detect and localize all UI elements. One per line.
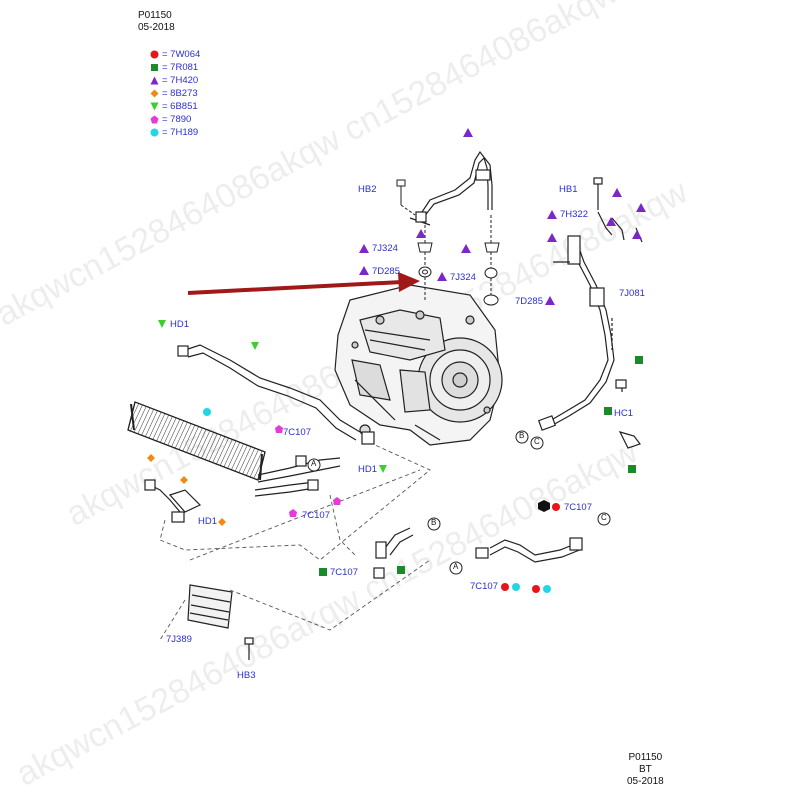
right-tube xyxy=(537,177,643,449)
pointer-arrow xyxy=(187,272,420,295)
label-hb3: HB3 xyxy=(237,670,256,681)
cyan-circle-icon xyxy=(150,128,159,137)
magenta-pentagon-icon xyxy=(150,115,159,124)
oil-cooler xyxy=(127,401,341,497)
fittings xyxy=(417,215,500,306)
footer-code: P01150 xyxy=(628,752,663,763)
label-7h322: 7H322 xyxy=(560,209,588,220)
footer-block: P01150 BT 05-2018 xyxy=(627,752,664,788)
part-symbols xyxy=(147,128,646,593)
label-7c107: 7C107 xyxy=(302,510,330,521)
red-circle-icon xyxy=(150,50,159,59)
left-hose xyxy=(177,344,375,445)
label-hd1: HD1 xyxy=(170,319,190,330)
callout-markers xyxy=(307,430,611,575)
header-code: P01150 xyxy=(138,10,172,21)
orange-diamond-icon xyxy=(150,89,159,98)
upper-tube xyxy=(409,150,493,226)
legend-label: = 7H420 xyxy=(162,75,199,86)
label-hc1: HC1 xyxy=(614,408,634,419)
label-7j324: 7J324 xyxy=(372,243,398,254)
lower-right-tube xyxy=(475,537,583,563)
callout-c: C xyxy=(601,513,607,522)
legend-label: = 8B273 xyxy=(162,88,198,99)
legend-item: = 7W064 xyxy=(150,48,200,61)
legend-item: = 7H420 xyxy=(150,74,200,87)
label-7c107: 7C107 xyxy=(283,427,311,438)
callout-b: B xyxy=(431,518,437,527)
transmission-assembly xyxy=(334,284,503,446)
header-date: 05-2018 xyxy=(138,22,175,33)
header-block: P01150 05-2018 xyxy=(138,10,175,34)
green-square-icon xyxy=(151,64,158,71)
label-7d285: 7D285 xyxy=(515,296,543,307)
label-7c107: 7C107 xyxy=(330,567,358,578)
label-hd1: HD1 xyxy=(198,516,218,527)
legend-label: = 6B851 xyxy=(162,101,198,112)
legend-label: = 7R081 xyxy=(162,62,199,73)
lower-hose xyxy=(373,527,414,579)
legend-item: = 8B273 xyxy=(150,87,200,100)
callout-b: B xyxy=(519,431,525,440)
assembly-lines xyxy=(159,444,431,641)
lower-cooler xyxy=(187,584,254,660)
legend-item: = 7890 xyxy=(150,113,200,126)
footer-sub: BT xyxy=(638,764,652,775)
label-hb1: HB1 xyxy=(559,184,578,195)
legend: = 7W064 = 7R081 = 7H420 = 8B273 = 6B851 … xyxy=(150,48,200,139)
bolt-hb2 xyxy=(396,179,416,216)
label-7d285: 7D285 xyxy=(372,266,400,277)
legend-item: = 7H189 xyxy=(150,126,200,139)
legend-label: = 7890 xyxy=(162,114,192,125)
label-7c107: 7C107 xyxy=(470,581,498,592)
small-hose xyxy=(144,479,202,523)
label-hb2: HB2 xyxy=(358,184,377,195)
callout-a: A xyxy=(311,459,317,468)
footer-date: 05-2018 xyxy=(627,776,664,787)
label-7j389: 7J389 xyxy=(166,634,192,645)
legend-label: = 7W064 xyxy=(162,49,201,60)
green-down-triangle-icon xyxy=(150,102,159,111)
legend-item: = 6B851 xyxy=(150,100,200,113)
label-7j081: 7J081 xyxy=(619,288,645,299)
callout-c: C xyxy=(534,437,540,446)
label-7c107: 7C107 xyxy=(564,502,592,513)
legend-label: = 7H189 xyxy=(162,127,199,138)
legend-item: = 7R081 xyxy=(150,61,200,74)
label-hd1: HD1 xyxy=(358,464,378,475)
label-7j324: 7J324 xyxy=(450,272,476,283)
callout-a: A xyxy=(453,562,459,571)
purple-triangle-icon xyxy=(150,76,159,85)
